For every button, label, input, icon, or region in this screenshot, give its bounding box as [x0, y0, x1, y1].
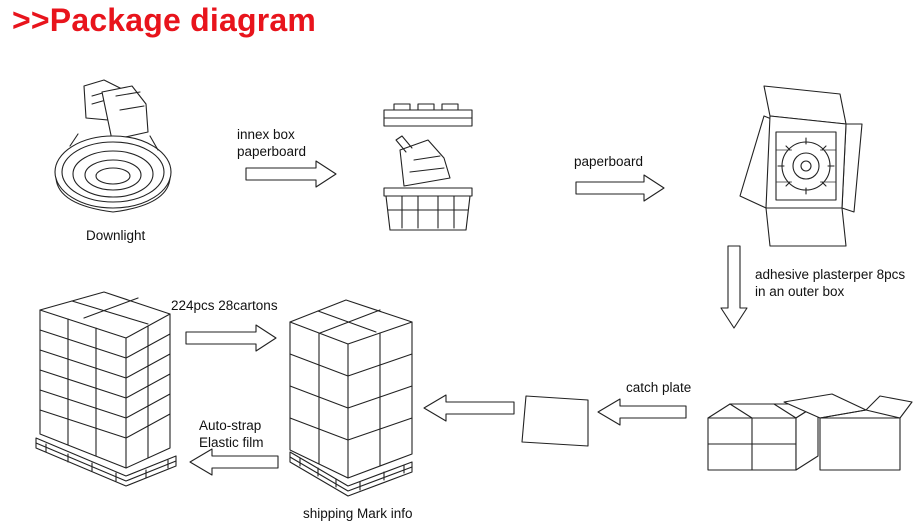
label-outer-box: adhesive plasterper 8pcs in an outer box: [755, 266, 905, 300]
label-shipping-mark: shipping Mark info: [303, 506, 413, 521]
label-outer-box-line2: in an outer box: [755, 284, 845, 299]
arrow-left-to-right-pallet: [185, 324, 277, 352]
label-strap-line1: Auto-strap: [199, 418, 262, 433]
label-downlight: Downlight: [86, 228, 146, 243]
arrow-outerbox-down: [720, 245, 748, 329]
label-strap-line2: Elastic film: [199, 435, 264, 450]
catch-plate-illustration: [521, 395, 589, 447]
downlight-illustration: [54, 79, 172, 213]
arrow-innerbox-to-outerbox: [575, 174, 665, 202]
label-catch-plate: catch plate: [626, 380, 692, 395]
label-inner-box-line2: paperboard: [237, 144, 307, 159]
page-title: >>Package diagram: [12, 2, 317, 38]
arrow-downlight-to-innerbox: [245, 160, 337, 188]
arrow-right-to-left-pallet: [189, 448, 279, 476]
label-strap: Auto-strap Elastic film: [199, 417, 264, 451]
arrow-plate-to-pallet: [423, 394, 515, 422]
label-paperboard: paperboard: [574, 154, 644, 169]
label-inner-box: innex box paperboard: [237, 126, 306, 160]
arrow-cartons-to-plate: [597, 398, 687, 426]
pallet-right-illustration: [289, 299, 413, 497]
label-outer-box-line1: adhesive plasterper 8pcs: [755, 267, 906, 282]
pallet-left-illustration: [35, 291, 177, 487]
outer-box-illustration: [739, 85, 863, 247]
label-inner-box-line1: innex box: [237, 127, 295, 142]
inner-box-illustration: [383, 103, 473, 231]
cartons-illustration: [707, 393, 913, 471]
label-pallet-qty: 224pcs 28cartons: [171, 298, 278, 313]
